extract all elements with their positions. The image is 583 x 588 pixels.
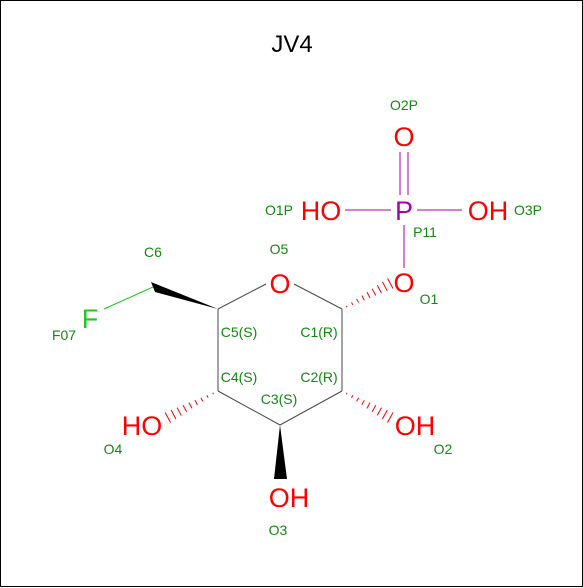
atom-f: F (82, 304, 99, 334)
label-c6: C6 (144, 244, 162, 260)
hash-segment (206, 395, 209, 398)
hash-c4-o4 (164, 392, 214, 423)
hash-segment (376, 407, 382, 416)
atom-o3: OH (269, 483, 310, 513)
atom-o2p: O (393, 122, 414, 152)
hash-segment (387, 278, 394, 289)
hash-segment (361, 399, 365, 406)
hash-segment (176, 407, 182, 416)
bond-c3-c4 (217, 390, 281, 426)
label-c4: C4(S) (221, 369, 258, 385)
wedge-c5-c6 (151, 282, 218, 309)
atom-labels: C6 O5 C5(S) C1(R) C4(S) C2(R) C3(S) F07 … (52, 97, 542, 538)
label-c1: C1(R) (300, 324, 337, 340)
bond-c2-c3 (279, 390, 343, 426)
label-o3p: O3P (514, 202, 542, 218)
hash-segment (212, 392, 214, 395)
label-o3: O3 (269, 522, 288, 538)
hash-segment (194, 399, 198, 406)
hash-segment (351, 302, 354, 306)
hash-segment (376, 285, 382, 294)
hash-segment (366, 291, 371, 299)
hash-segment (387, 412, 394, 423)
atom-o5: O (269, 269, 290, 299)
hash-segment (200, 397, 204, 402)
hash-segment (361, 295, 365, 301)
label-c5: C5(S) (221, 324, 258, 340)
bonds (103, 152, 462, 479)
hash-c2-o2 (345, 392, 394, 423)
bond-o5-c1 (293, 283, 343, 310)
bond-c6-f (103, 286, 154, 310)
label-f07: F07 (52, 327, 76, 343)
atom-o3p: OH (468, 196, 509, 226)
hash-segment (382, 281, 388, 292)
label-o1: O1 (420, 291, 439, 307)
label-p11: P11 (413, 224, 437, 240)
hash-segment (188, 402, 193, 409)
hash-segment (381, 409, 388, 420)
hash-segment (351, 395, 354, 398)
molecule-title: JV4 (271, 31, 312, 58)
atom-o2: OH (395, 411, 436, 441)
hash-c1-o1 (345, 278, 394, 308)
hash-segment (164, 412, 171, 423)
hash-segment (371, 404, 377, 413)
atom-p11: P (395, 196, 413, 226)
hash-segment (356, 397, 360, 402)
label-c3: C3(S) (261, 391, 298, 407)
hash-segment (182, 404, 188, 413)
atom-o1p: HO (301, 196, 342, 226)
hash-segment (356, 298, 360, 303)
label-o4: O4 (104, 441, 123, 457)
label-o2p: O2P (390, 97, 418, 113)
bond-c5-o5 (217, 283, 267, 310)
label-o5: O5 (270, 241, 289, 257)
hash-segment (345, 392, 348, 395)
label-o2: O2 (434, 441, 453, 457)
wedge-c3-o3 (274, 425, 287, 479)
hash-segment (345, 305, 348, 308)
hash-segment (366, 402, 371, 409)
atom-o1: O (393, 268, 414, 298)
label-c2: C2(R) (300, 369, 337, 385)
atom-o4: HO (122, 411, 163, 441)
hash-segment (371, 288, 377, 296)
hash-segment (170, 409, 177, 420)
label-o1p: O1P (265, 202, 293, 218)
atom-symbols: F O O P O HO OH HO OH OH (82, 122, 509, 513)
